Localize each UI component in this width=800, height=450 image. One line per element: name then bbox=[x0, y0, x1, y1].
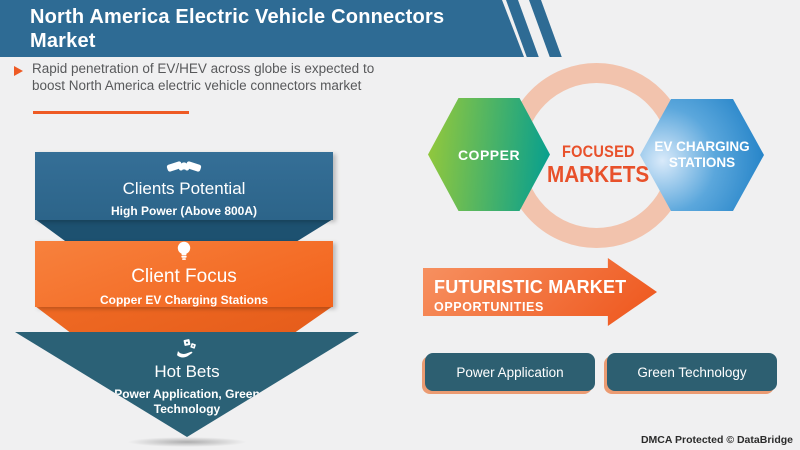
focus-center-text: FOCUSED MARKETS bbox=[540, 144, 656, 187]
tier-2-band: Client Focus Copper EV Charging Stations bbox=[35, 241, 333, 307]
page-title: North America Electric Vehicle Connector… bbox=[30, 6, 445, 52]
dmca-note: DMCA Protected © DataBridge bbox=[640, 434, 793, 446]
lightbulb-icon bbox=[176, 241, 192, 263]
arrow-title: FUTURISTIC MARKET bbox=[434, 277, 627, 297]
power-application-label: Power Application bbox=[456, 364, 564, 380]
copper-label: COPPER bbox=[457, 146, 521, 163]
tier-2-fold bbox=[35, 306, 333, 333]
focus-center-line1: FOCUSED bbox=[561, 143, 635, 161]
header-banner: North America Electric Vehicle Connector… bbox=[0, 0, 524, 57]
tier-3-triangle: Hot Bets Power Application, Green Techno… bbox=[15, 332, 359, 437]
tier-3-title: Hot Bets bbox=[154, 362, 220, 381]
power-application-button[interactable]: Power Application bbox=[425, 353, 595, 391]
handshake-icon bbox=[166, 154, 202, 176]
ev-charging-hexagon: EV CHARGING STATIONS bbox=[640, 99, 764, 211]
hand-with-dice-icon bbox=[176, 337, 199, 359]
opportunities-arrow: FUTURISTIC MARKET OPPORTUNITIES bbox=[423, 258, 657, 326]
ev-charging-label: EV CHARGING STATIONS bbox=[654, 139, 750, 170]
intro-text: Rapid penetration of EV/HEV across globe… bbox=[32, 61, 375, 93]
intro-underline bbox=[33, 111, 189, 114]
tier-3-subtitle: Power Application, Green Technology bbox=[114, 387, 260, 416]
tier-2-subtitle: Copper EV Charging Stations bbox=[99, 293, 268, 307]
green-technology-button[interactable]: Green Technology bbox=[607, 353, 777, 391]
tier-2-title: Client Focus bbox=[131, 266, 237, 287]
tier-1-fold bbox=[35, 219, 333, 243]
tier-1-band: Clients Potential High Power (Above 800A… bbox=[35, 152, 333, 220]
focus-center-line2: MARKETS bbox=[546, 161, 650, 187]
opportunities-arrow-text: FUTURISTIC MARKET OPPORTUNITIES bbox=[434, 277, 626, 314]
arrow-subtitle: OPPORTUNITIES bbox=[434, 300, 544, 314]
triangle-shadow bbox=[127, 437, 247, 447]
bullet-triangle-icon bbox=[14, 66, 23, 76]
green-technology-label: Green Technology bbox=[637, 364, 747, 380]
tier-1-subtitle: High Power (Above 800A) bbox=[110, 204, 258, 218]
tier-1-title: Clients Potential bbox=[122, 179, 246, 198]
